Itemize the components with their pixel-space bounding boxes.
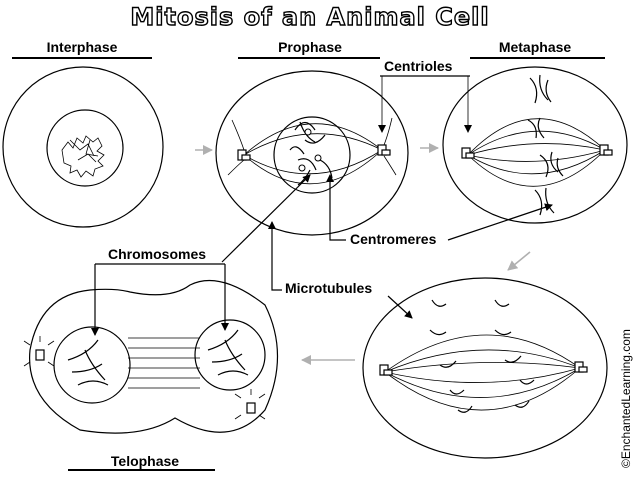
anaphase-chromosomes (429, 299, 535, 413)
telophase-centriole-left (23, 336, 55, 367)
flow-arrow-3 (507, 251, 531, 271)
anaphase-cell (362, 277, 608, 459)
telophase-label-group: Telophase (68, 453, 215, 471)
chromosomes-callout: Chromosomes (91, 174, 311, 336)
centromeres-callout: Centromeres (326, 174, 553, 247)
microtubules-callout: Microtubules (268, 221, 413, 319)
centrioles-callout: Centrioles (378, 58, 472, 133)
telophase-label: Telophase (111, 453, 179, 469)
centrioles-label: Centrioles (384, 58, 453, 74)
chromosomes-label: Chromosomes (108, 246, 206, 262)
centromeres-label: Centromeres (350, 231, 437, 247)
prophase-centriole-left (237, 149, 251, 161)
prophase-chromosomes (289, 121, 333, 186)
interphase-label-group: Interphase (12, 39, 152, 59)
telophase-centriole-right (234, 389, 266, 420)
metaphase-cell (442, 66, 628, 224)
prophase-cell (215, 70, 409, 236)
metaphase-label: Metaphase (499, 39, 572, 55)
metaphase-chromosomes (527, 74, 564, 216)
diagram-title: Mitosis of an Animal Cell (130, 3, 489, 31)
microtubules-label: Microtubules (285, 280, 372, 296)
prophase-centriole-right (377, 144, 391, 156)
telophase-chromosomes-right (207, 329, 249, 376)
metaphase-centriole-left (461, 147, 475, 159)
telophase-chromosomes-left (67, 339, 109, 386)
interphase-cell (2, 66, 164, 228)
anaphase-centriole-left (379, 364, 393, 376)
interphase-label: Interphase (47, 39, 118, 55)
credit-text: ©EnchantedLearning.com (619, 329, 633, 468)
metaphase-label-group: Metaphase (470, 39, 605, 59)
telophase-cell (23, 279, 278, 434)
metaphase-centriole-right (599, 144, 613, 156)
prophase-label: Prophase (278, 39, 342, 55)
anaphase-centriole-right (574, 361, 588, 373)
prophase-label-group: Prophase (238, 39, 380, 59)
